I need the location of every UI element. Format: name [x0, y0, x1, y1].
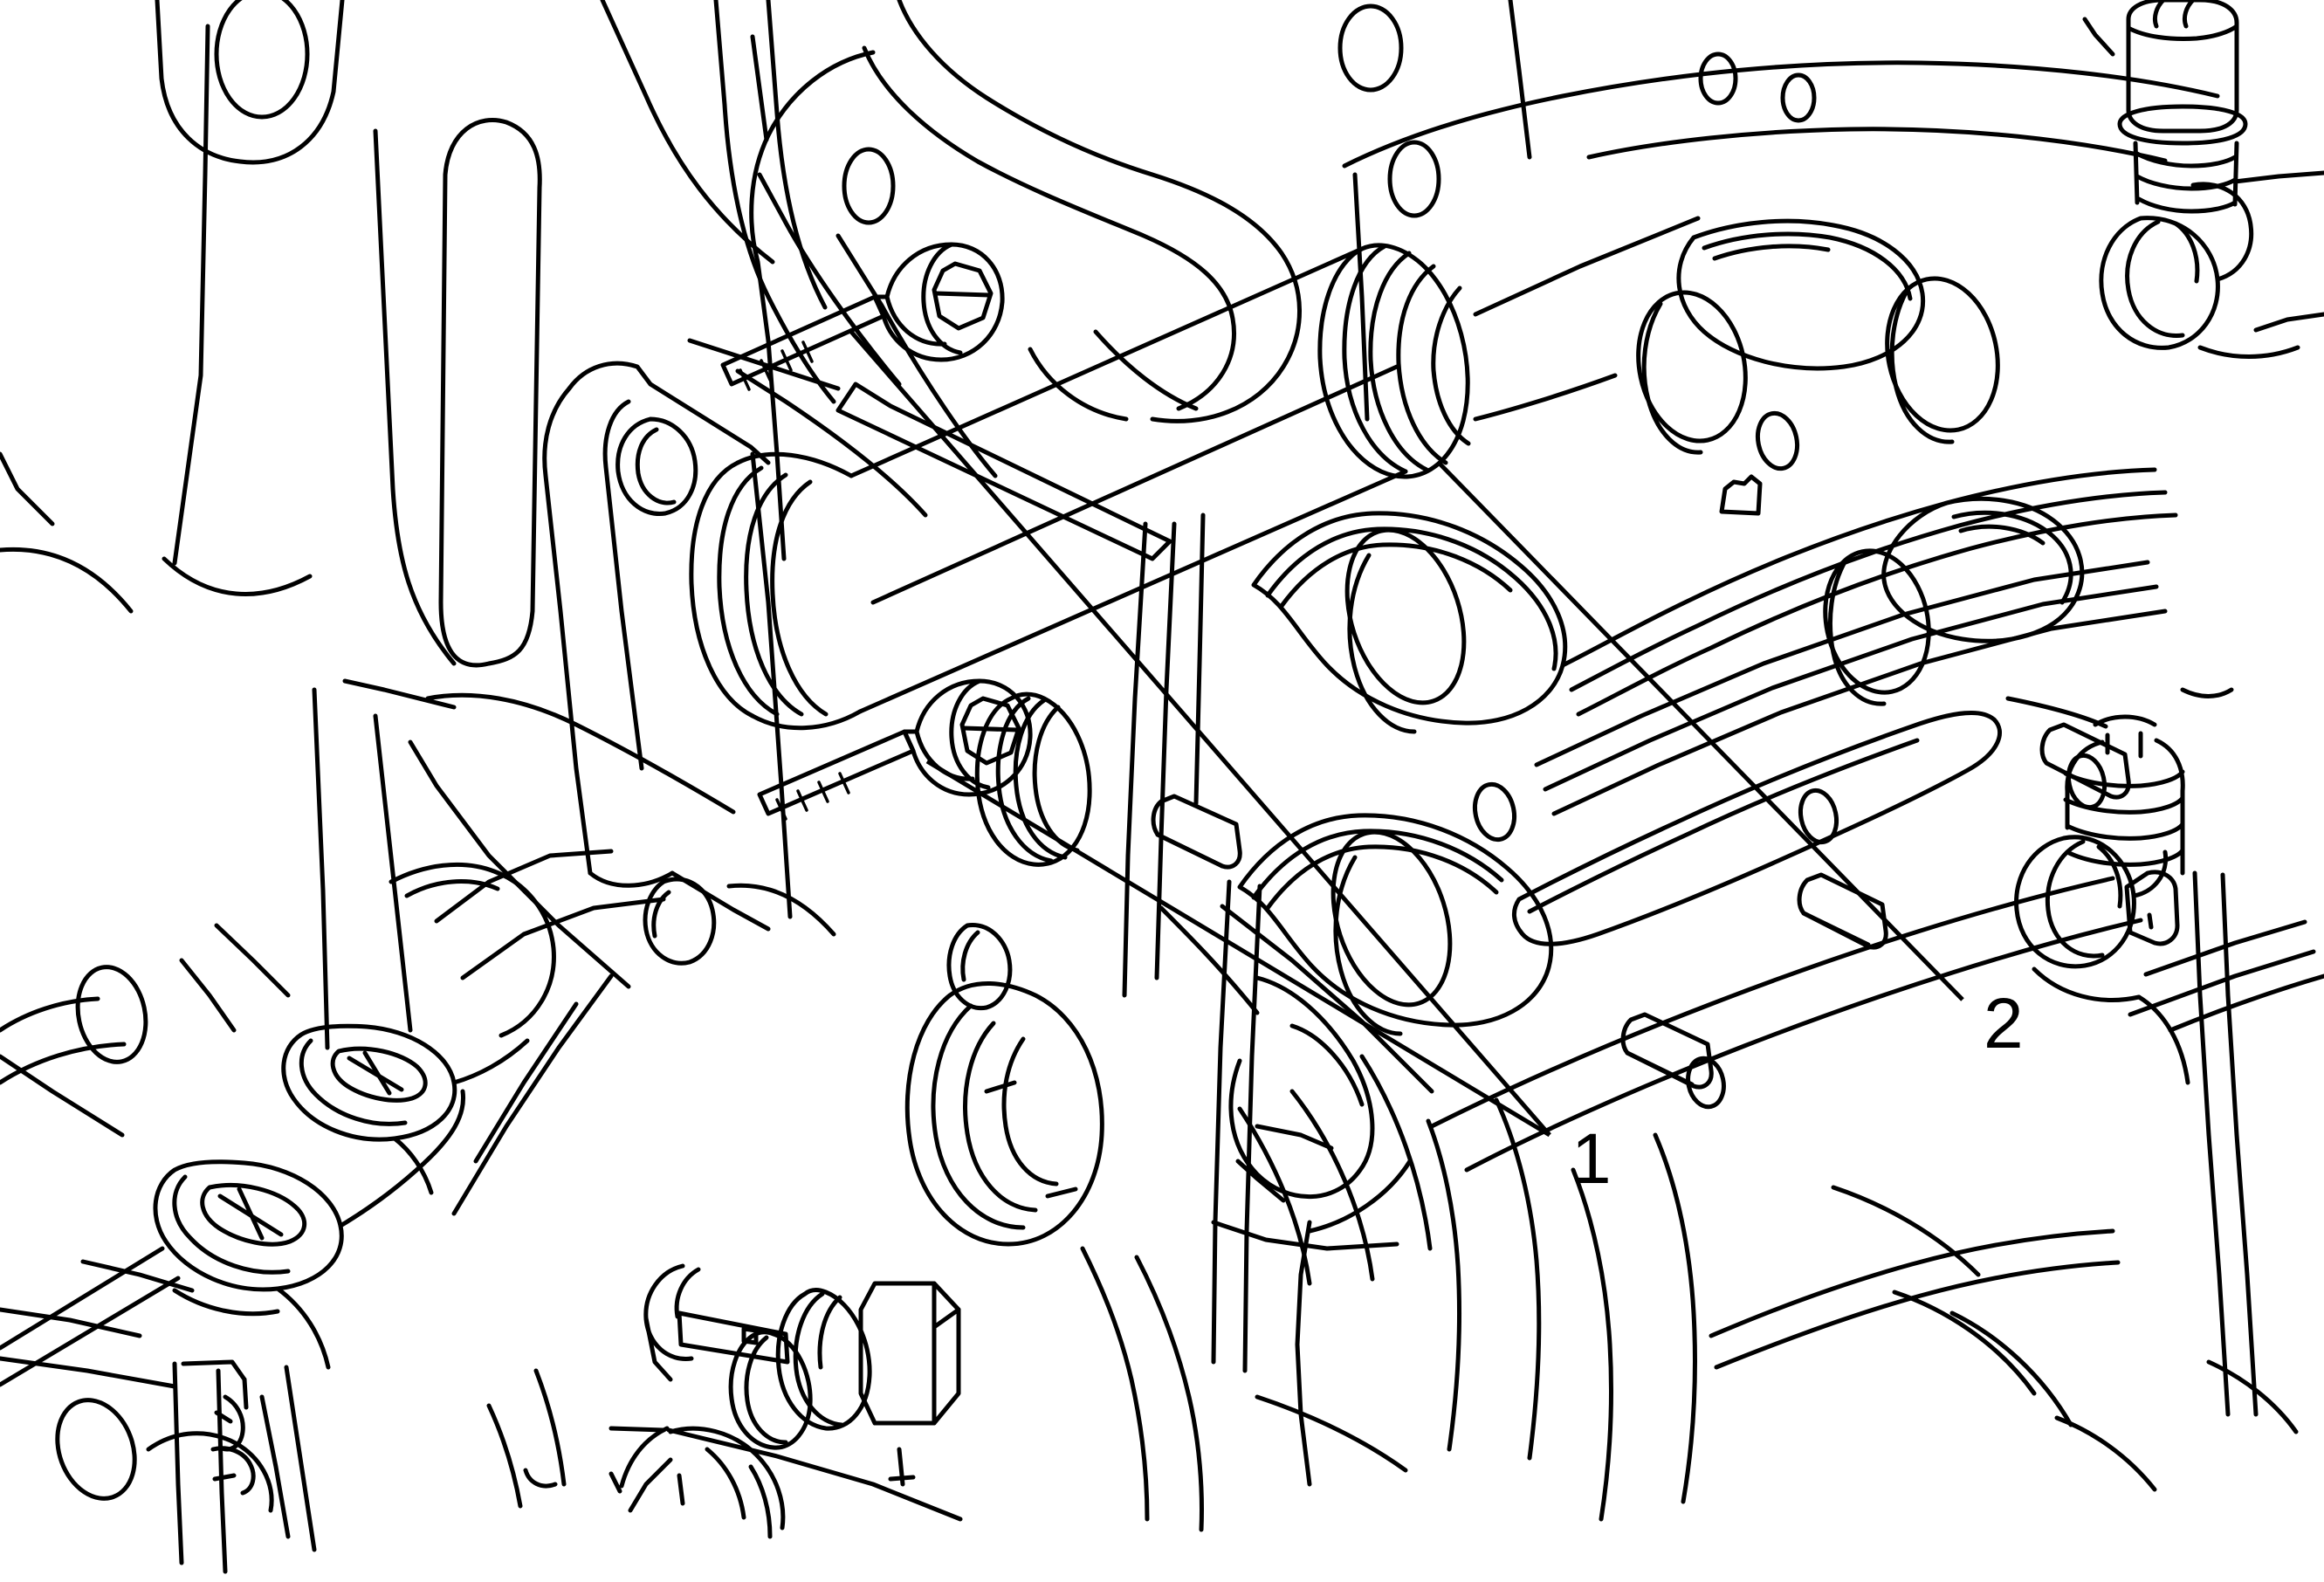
bottom-center-hex-fitting [609, 1263, 963, 1539]
callout-label-1: 1 [1571, 1119, 1612, 1199]
right-edge-fitting-bottom [2005, 687, 2259, 1417]
engine-block-left-casting [0, 0, 1532, 1251]
water-outlet-pipe [689, 216, 1701, 731]
valve-cover [1237, 52, 2324, 1173]
lower-left-slotted-brackets [0, 923, 614, 1389]
pipe-flange-bracket [542, 361, 793, 966]
callout-leaders [849, 330, 1964, 1138]
upper-left-bracket [0, 862, 556, 1085]
leader-line-pipe [1437, 461, 1964, 1001]
center-engine-ports [904, 512, 1433, 1373]
callout-label-2: 2 [1984, 984, 2024, 1063]
intake-gasket-outline [749, 0, 1441, 561]
lower-block-contours [1080, 1097, 2299, 1532]
leader-line-bolt-lower [925, 759, 1551, 1138]
bottom-left-fasteners [55, 1359, 567, 1574]
socket-head-bolt-lower [757, 678, 1033, 821]
right-edge-fitting-top [2082, 0, 2324, 359]
socket-head-bolt-upper [720, 242, 1005, 391]
leader-line-bolt-upper [849, 330, 1551, 1137]
